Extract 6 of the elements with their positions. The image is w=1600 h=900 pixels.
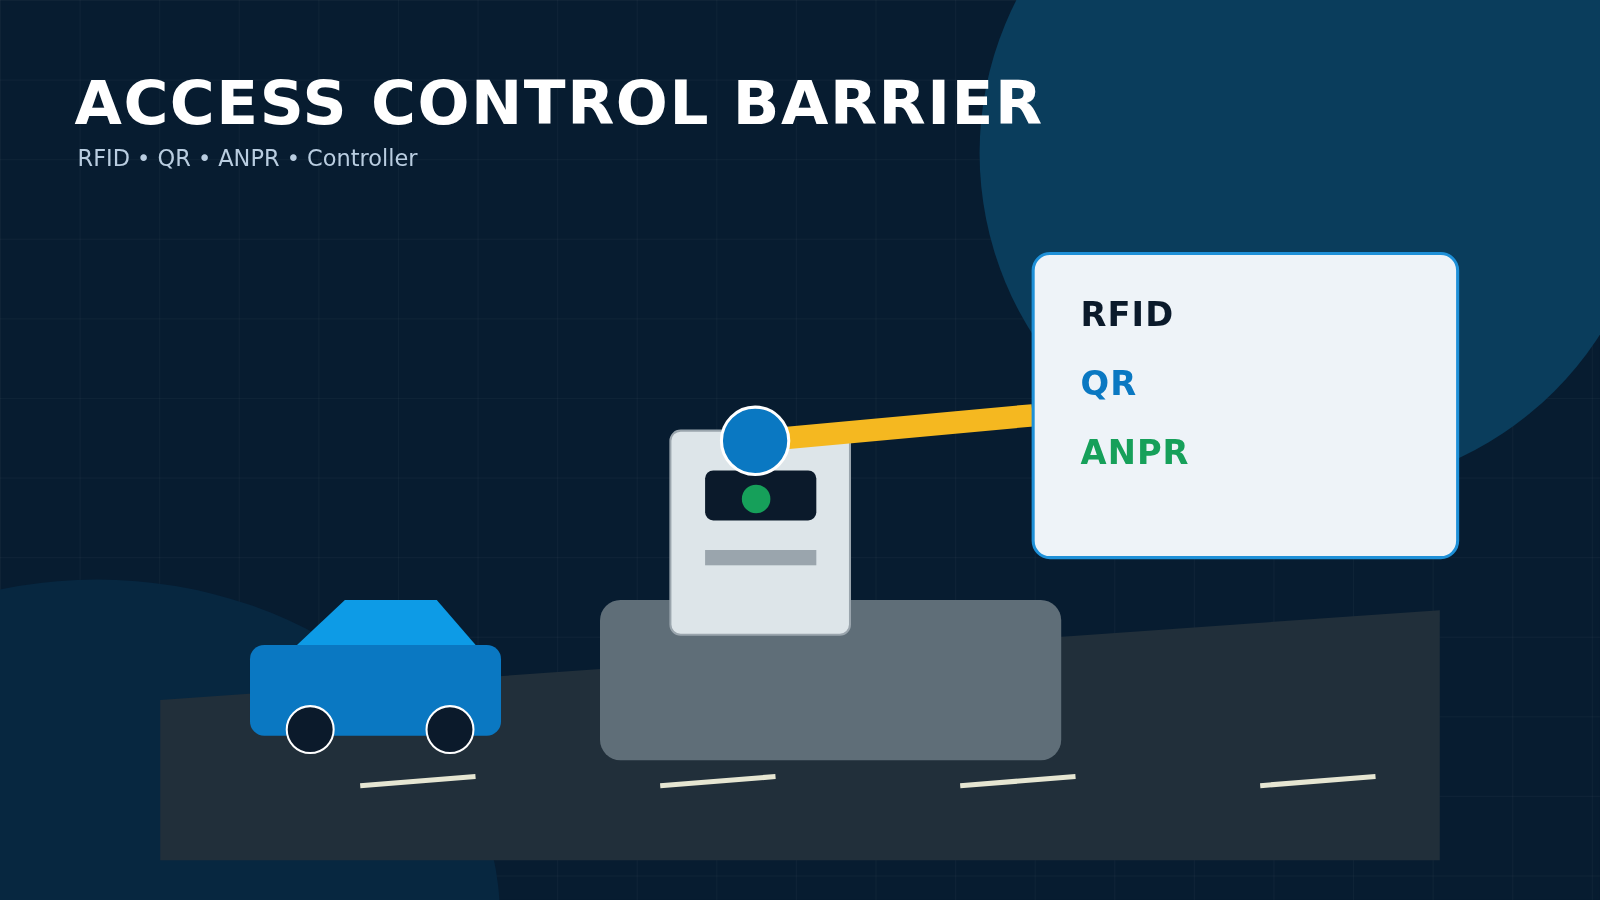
title: ACCESS CONTROL BARRIER bbox=[74, 67, 1044, 139]
card-label: RFID bbox=[1080, 293, 1175, 334]
card-label: ANPR bbox=[1080, 432, 1190, 473]
card-label: QR bbox=[1080, 363, 1138, 404]
info-card bbox=[1031, 252, 1460, 560]
subtitle: RFID • QR • ANPR • Controller bbox=[77, 145, 418, 172]
